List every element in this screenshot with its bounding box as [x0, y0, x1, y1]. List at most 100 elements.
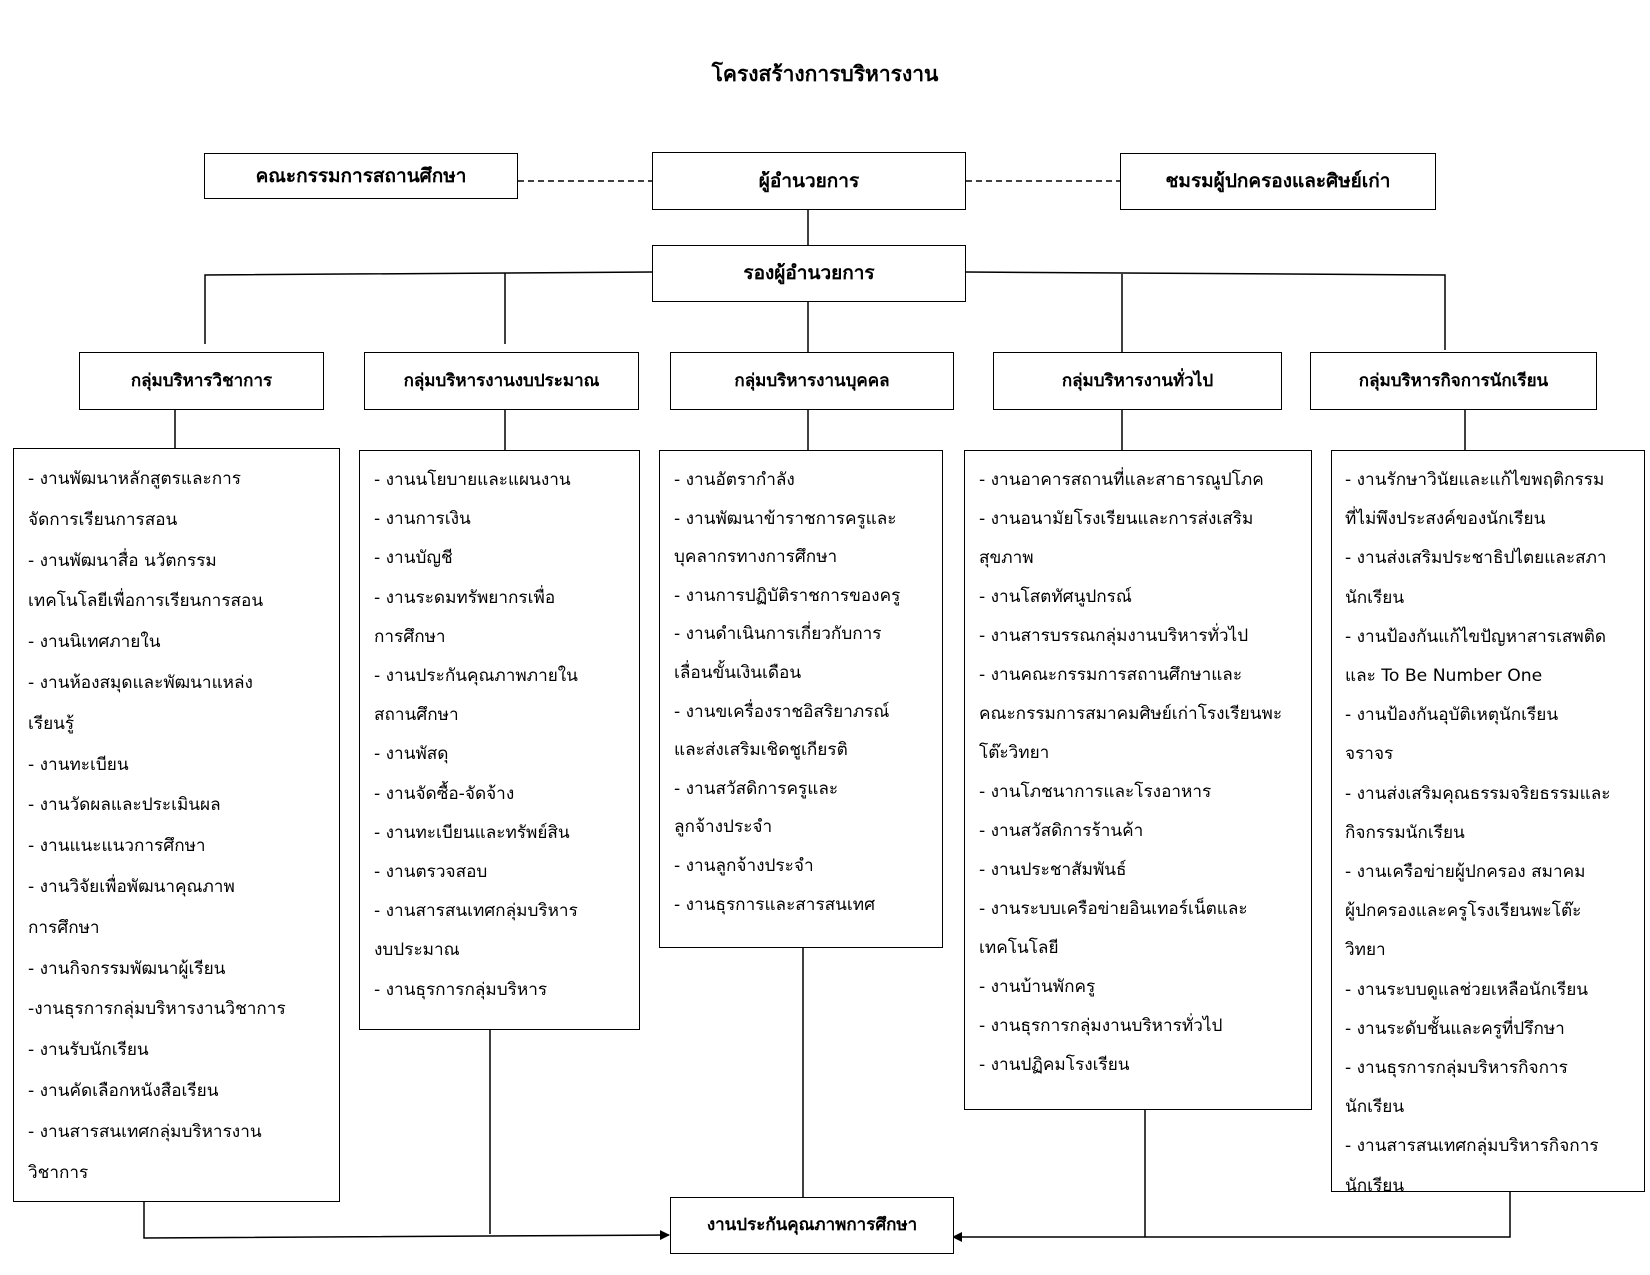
task-item: - งานส่งเสริมคุณธรรมจริยธรรมและ: [1345, 783, 1611, 804]
task-item: เทคโนโลยีเพื่อการเรียนการสอน: [28, 591, 264, 612]
task-list-academic: - งานพัฒนาหลักสูตรและการ จัดการเรียนการส…: [13, 448, 340, 1202]
task-item: - งานการเงิน: [374, 509, 471, 530]
deputy-label: รองผู้อำนวยการ: [743, 262, 875, 285]
task-item: - งานกิจกรรมพัฒนาผู้เรียน: [28, 958, 226, 979]
task-list-personnel: - งานอัตรากำลัง - งานพัฒนาข้าราชการครูแล…: [659, 450, 943, 948]
task-item: - งานคณะกรรมการสถานศึกษาและ: [979, 665, 1243, 685]
task-item: - งานขเครื่องราชอิสริยาภรณ์: [674, 701, 890, 722]
task-item: เรียนรู้: [28, 713, 75, 734]
task-item: - งานนโยบายและแผนงาน: [374, 470, 571, 490]
task-item: - งานระบบเครือข่ายอินเทอร์เน็ตและ: [979, 899, 1248, 919]
task-item: - งานเครือข่ายผู้ปกครอง สมาคม: [1345, 862, 1586, 883]
task-item: จราจร: [1345, 744, 1394, 765]
task-item: - งานสารสนเทศกลุ่มบริหารงาน: [28, 1121, 262, 1142]
director-label: ผู้อำนวยการ: [758, 169, 860, 192]
deputy-box: รองผู้อำนวยการ: [652, 245, 966, 302]
task-item: - งานพัฒนาสื่อ นวัตกรรม: [28, 550, 217, 571]
task-item: -งานธุรการกลุ่มบริหารงานวิชาการ: [28, 999, 286, 1020]
task-item: - งานทะเบียนและทรัพย์สิน: [374, 822, 570, 843]
qa-label: งานประกันคุณภาพการศึกษา: [706, 1215, 918, 1236]
task-item: - งานห้องสมุดและพัฒนาแหล่ง: [28, 672, 253, 693]
task-item: - งานสวัสดิการครูและ: [674, 778, 839, 799]
parents-box: ชมรมผู้ปกครองและศิษย์เก่า: [1120, 153, 1436, 210]
task-item: การศึกษา: [374, 626, 446, 647]
task-item: ลูกจ้างประจำ: [674, 817, 773, 838]
task-item: - งานธุรการกลุ่มบริหารกิจการ: [1345, 1058, 1568, 1079]
committee-label: คณะกรรมการสถานศึกษา: [255, 164, 467, 187]
task-item: - งานระบบดูแลช่วยเหลือนักเรียน: [1345, 979, 1589, 1000]
task-item: นักเรียน: [1345, 587, 1405, 608]
group-header-student: กลุ่มบริหารกิจการนักเรียน: [1310, 352, 1597, 410]
task-item: - งานการปฏิบัติราชการของครู: [674, 585, 901, 606]
task-item: เลื่อนขั้นเงินเดือน: [674, 662, 802, 683]
group-name: กลุ่มบริหารวิชาการ: [130, 370, 273, 391]
task-item: - งานประชาสัมพันธ์: [979, 860, 1127, 880]
task-item: คณะกรรมการสมาคมศิษย์เก่าโรงเรียนพะ: [979, 704, 1283, 724]
task-item: - งานอนามัยโรงเรียนและการส่งเสริม: [979, 509, 1254, 529]
task-item: - งานรับนักเรียน: [28, 1040, 149, 1061]
group-name: กลุ่มบริหารงานงบประมาณ: [403, 370, 600, 391]
group-name: กลุ่มบริหารกิจการนักเรียน: [1358, 370, 1549, 391]
task-item: เทคโนโลยี: [979, 938, 1059, 958]
task-item: ที่ไม่พึงประสงค์ของนักเรียน: [1345, 509, 1546, 530]
task-item: - งานอัตรากำลัง: [674, 470, 795, 490]
task-item: นักเรียน: [1345, 1175, 1405, 1192]
branch-right: [965, 271, 1446, 350]
task-item: สถานศึกษา: [374, 705, 459, 726]
branch-left: [204, 271, 653, 344]
task-item: - งานระดมทรัพยากรเพื่อ: [374, 587, 556, 608]
task-item: - งานแนะแนวการศึกษา: [28, 836, 206, 857]
task-item: งบประมาณ: [374, 940, 460, 961]
task-item: - งานธุรการกลุ่มบริหาร: [374, 979, 548, 1000]
task-item: - งานโสตทัศนูปกรณ์: [979, 587, 1132, 607]
committee-box: คณะกรรมการสถานศึกษา: [204, 153, 518, 199]
task-item: - งานระดับชั้นและครูที่ปรึกษา: [1345, 1018, 1565, 1039]
task-item: - งานโภชนาการและโรงอาหาร: [979, 782, 1212, 802]
task-item: - งานจัดซื้อ-จัดจ้าง: [374, 783, 515, 804]
task-item: - งานปฏิคมโรงเรียน: [979, 1055, 1130, 1075]
task-item: วิชาการ: [28, 1162, 89, 1183]
group-header-academic: กลุ่มบริหารวิชาการ: [79, 352, 324, 410]
task-item: - งานรักษาวินัยและแก้ไขพฤติกรรม: [1345, 470, 1605, 490]
task-item: นักเรียน: [1345, 1097, 1405, 1118]
task-list-budget: - งานนโยบายและแผนงาน - งานการเงิน - งานบ…: [359, 450, 640, 1030]
task-item: - งานนิเทศภายใน: [28, 632, 161, 653]
group-name: กลุ่มบริหารงานทั่วไป: [1061, 370, 1214, 391]
task-item: - งานวัดผลและประเมินผล: [28, 795, 221, 816]
task-item: - งานธุรการกลุ่มงานบริหารทั่วไป: [979, 1016, 1223, 1036]
task-item: วิทยา: [1345, 940, 1386, 961]
page-title: โครงสร้างการบริหารงาน: [711, 62, 939, 86]
task-list-student: - งานรักษาวินัยและแก้ไขพฤติกรรม ที่ไม่พึ…: [1331, 450, 1645, 1192]
task-item: - งานทะเบียน: [28, 754, 129, 775]
task-item: - งานประกันคุณภาพภายใน: [374, 666, 578, 687]
task-item: - งานตรวจสอบ: [374, 862, 488, 883]
task-item: สุขภาพ: [979, 548, 1034, 568]
task-item: - งานบัญชี: [374, 548, 453, 569]
qa-box: งานประกันคุณภาพการศึกษา: [670, 1197, 954, 1254]
task-item: - งานพัฒนาหลักสูตรและการ: [28, 469, 241, 489]
task-item: - งานดำเนินการเกี่ยวกับการ: [674, 624, 882, 645]
task-item: - งานสารสนเทศกลุ่มบริหาร: [374, 901, 578, 922]
task-item: - งานป้องกันอุบัติเหตุนักเรียน: [1345, 705, 1559, 726]
task-item: - งานพัฒนาข้าราชการครูและ: [674, 508, 897, 529]
task-item: - งานบ้านพักครู: [979, 977, 1096, 997]
task-item: - งานสารบรรณกลุ่มงานบริหารทั่วไป: [979, 626, 1249, 646]
qa-link-right: [952, 1192, 1511, 1242]
task-item: - งานคัดเลือกหนังสือเรียน: [28, 1080, 219, 1101]
task-item: - งานสารสนเทศกลุ่มบริหารกิจการ: [1345, 1136, 1599, 1157]
task-item: - งานลูกจ้างประจำ: [674, 855, 814, 876]
task-item: และส่งเสริมเชิดชูเกียรติ: [674, 740, 848, 761]
task-item: ผู้ปกครองและครูโรงเรียนพะโต๊ะ: [1345, 901, 1582, 922]
task-list-general: - งานอาคารสถานที่และสาธารณูปโภค - งานอนา…: [964, 450, 1312, 1110]
task-item: โต๊ะวิทยา: [979, 743, 1050, 763]
task-item: กิจกรรมนักเรียน: [1345, 822, 1465, 843]
task-item: - งานสวัสดิการร้านค้า: [979, 821, 1144, 841]
task-item: - งานวิจัยเพื่อพัฒนาคุณภาพ: [28, 876, 235, 897]
task-item: การศึกษา: [28, 917, 100, 938]
group-header-personnel: กลุ่มบริหารงานบุคคล: [670, 352, 954, 410]
task-item: - งานป้องกันแก้ไขปัญหาสารเสพติด: [1345, 626, 1607, 647]
group-header-budget: กลุ่มบริหารงานงบประมาณ: [364, 352, 639, 410]
qa-link-left: [143, 1202, 670, 1241]
task-item: - งานพัสดุ: [374, 744, 449, 765]
